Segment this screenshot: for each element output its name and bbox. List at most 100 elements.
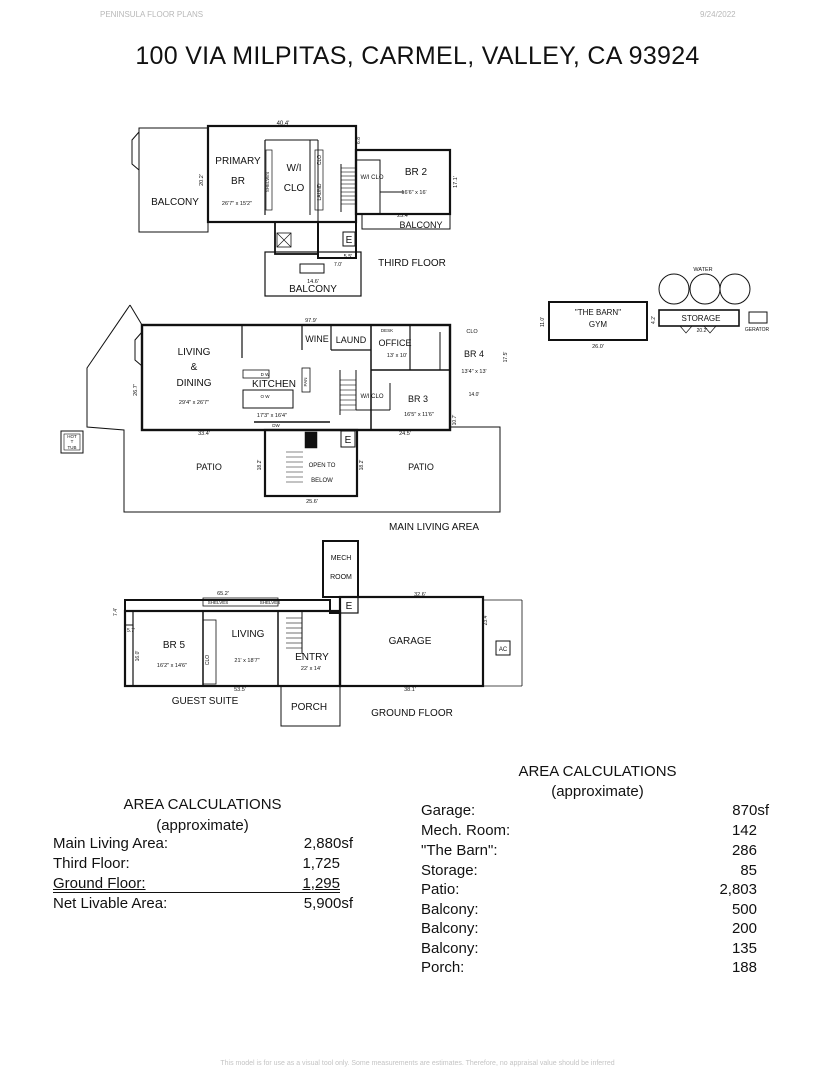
area-value: 1,295 [302,875,340,892]
label-desk: DESK [381,328,393,333]
area-label: Third Floor: [53,855,130,872]
area-value: 5,900sf [303,895,353,912]
room-wi-clo-br3: W/I CLO [360,394,383,400]
area-left-row: Ground Floor: 1,295 [53,875,353,895]
area-label: Ground Floor: [53,875,146,892]
dim-br2-right: 17.1' [453,176,459,188]
dim-barn-260: 26.0' [592,344,604,350]
label-ac: AC [499,647,508,653]
room-wi-clo-br2: W/I CLO [360,175,383,181]
label-dw2: DW [272,423,280,428]
label-ow: O W [261,394,271,399]
room-storage: STORAGE [682,314,721,323]
shelves-third: SHELVES [265,172,270,192]
dim-primary: 26'7" x 15'2" [222,201,252,207]
area-right-row: Patio: 2,803 [421,881,769,901]
room-br5: BR 5 [163,640,186,651]
area-label: Patio: [421,881,460,898]
area-value: 286 [731,842,757,859]
dim-br4: 13'4" x 13' [461,369,486,375]
dim-ground-652: 65.2' [217,591,229,597]
patio-outline [86,304,501,513]
dim-ground-326: 32.6' [414,592,426,598]
label-guest-suite: GUEST SUITE [172,696,239,707]
barn-plan [548,273,768,341]
room-laund-third: LAUND [317,183,323,200]
area-label: Net Livable Area: [53,895,168,912]
dim-ground-381: 38.1' [404,687,416,693]
label-main-living-area: MAIN LIVING AREA [389,522,479,533]
dim-kitchen: 17'3" x 16'4" [257,413,287,419]
label-ground-floor: GROUND FLOOR [371,708,453,719]
page-title: 100 VIA MILPITAS, CARMEL, VALLEY, CA 939… [135,42,700,70]
guest-suite-outline [123,609,342,688]
label-generator: GERATOR [745,327,770,333]
brand-label: PENINSULA FLOOR PLANS [100,10,204,19]
balcony-left: BALCONY [151,197,199,208]
area-right-row: Storage: 85 [421,862,769,882]
dim-main-107: 10.7' [452,415,458,426]
balcony-right-outline [361,213,451,230]
room-primary: PRIMARY [215,156,261,167]
dim-main-256: 25.6' [306,499,318,505]
room-office: OFFICE [379,338,412,348]
room-mech-room: ROOM [330,574,352,581]
area-label: Balcony: [421,901,479,918]
dim-main-182a: 18.2' [257,460,263,471]
area-right-row: Porch: 188 [421,959,769,979]
label-open-to: OPEN TO [309,463,336,469]
area-value: 200 [731,920,757,937]
disclaimer-footer: This model is for use as a visual tool o… [220,1060,615,1067]
area-label: Main Living Area: [53,835,169,852]
dim-ground-74: 7.4' [113,608,119,616]
area-right-row: Garage: 870sf [421,802,769,822]
area-left-row: Third Floor: 1,725 [53,855,353,875]
area-left-row: Net Livable Area: 5,900sf [53,895,353,915]
elevator-ground-e: E [346,601,353,612]
dim-ground-535: 53.5' [234,687,246,693]
room-primary-br: BR [231,176,245,187]
room-br4: BR 4 [464,349,484,359]
date-label: 9/24/2022 [700,10,736,19]
open-to-below-outline [263,428,359,498]
area-left-heading: AREA CALCULATIONS [123,796,282,813]
elevator-3f [342,231,356,247]
ground-floor-plan [123,540,523,727]
room-the-barn: "THE BARN" [575,308,621,317]
label-pan: PAN [303,378,308,387]
area-value: 142 [731,822,757,839]
room-entry: ENTRY [295,652,329,663]
area-right-row: Balcony: 500 [421,901,769,921]
label-hot: HOT [67,434,77,439]
room-wine: WINE [305,334,329,344]
dim-third-55: 5.5' [344,254,353,260]
dim-main-267: 26.7' [133,384,139,396]
dim-ground-160: 16.0' [135,651,141,662]
shelves-ground-2: SHELVES [260,600,280,605]
dim-br2: 16'6" x 16' [401,190,426,196]
dim-ground-57: 5.7' [127,628,135,634]
third-floor-plan [131,124,452,297]
shelves-ground-1: SHELVES [208,600,228,605]
area-value: 85 [740,862,757,879]
dim-br2-top: 6.8' [356,136,362,144]
dim-main-334: 33.4' [198,431,210,437]
room-br3: BR 3 [408,394,428,404]
dim-br5: 16'2" x 14'6" [157,663,187,669]
room-br2: BR 2 [405,167,428,178]
balcony-right: BALCONY [399,220,442,230]
label-tub: TUB [68,445,77,450]
room-dining: DINING [177,378,212,389]
area-right-row: Mech. Room: 142 [421,822,769,842]
room-clo-br4: CLO [466,329,478,335]
area-label: Balcony: [421,940,479,957]
room-porch: PORCH [291,702,327,713]
room-amp: & [191,362,198,373]
dim-third-top: 40.4' [277,121,290,127]
dim-living-dining: 29'4" x 26'7" [179,400,209,406]
label-water: WATER [693,267,712,273]
area-label: Mech. Room: [421,822,511,839]
room-garage: GARAGE [389,636,432,647]
room-wi-clo: CLO [284,183,305,194]
area-value: 1,725 [302,855,340,872]
